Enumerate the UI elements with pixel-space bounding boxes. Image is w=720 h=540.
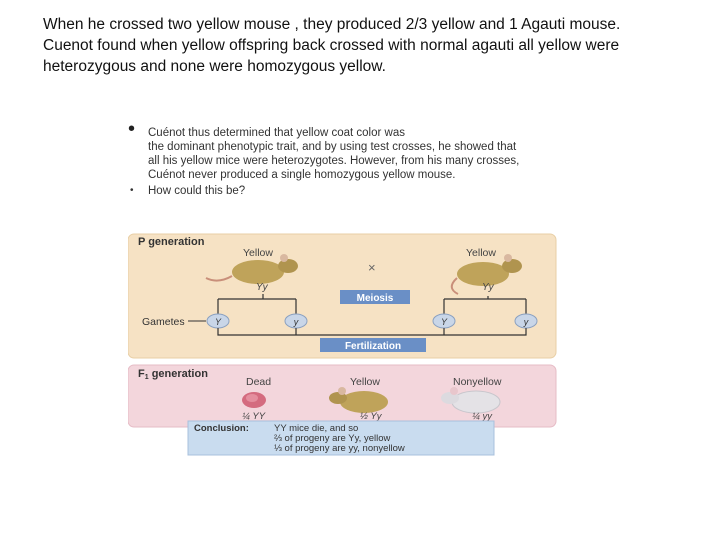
dead-embryo-icon bbox=[242, 392, 266, 408]
fertilization-label: Fertilization bbox=[345, 341, 401, 352]
conclusion-line-1: YY mice die, and so bbox=[274, 423, 358, 434]
yellow-mouse-icon bbox=[329, 387, 388, 413]
white-mouse-icon bbox=[441, 387, 501, 414]
conclusion-line-2: ⅔ of progeny are Yy, yellow bbox=[274, 433, 390, 444]
bullet-dot-icon: • bbox=[130, 185, 134, 196]
bullet-1-line-3: all his yellow mice were heterozygotes. … bbox=[148, 155, 520, 167]
meiosis-label: Meiosis bbox=[357, 293, 394, 304]
caption-line-2: Cuenot found when yellow offspring back … bbox=[43, 37, 620, 54]
yellow-mouse-icon bbox=[450, 254, 522, 295]
svg-text:Y: Y bbox=[215, 317, 222, 327]
conclusion-line-3: ⅓ of progeny are yy, nonyellow bbox=[274, 443, 405, 454]
bullet-item-2: • How could this be? bbox=[128, 184, 568, 198]
f1-nonyellow-label: Nonyellow bbox=[453, 376, 502, 388]
cross-diagram: P generation Yellow Yellow × Yy Yy Meios… bbox=[127, 233, 557, 456]
conclusion-label: Conclusion: bbox=[194, 423, 249, 434]
p-left-genotype: Yy bbox=[256, 282, 269, 293]
caption-text: When he crossed two yellow mouse , they … bbox=[43, 14, 703, 77]
caption-line-1: When he crossed two yellow mouse , they … bbox=[43, 16, 621, 33]
bullet-1-line-1: Cuénot thus determined that yellow coat … bbox=[148, 127, 405, 139]
svg-text:Y: Y bbox=[441, 317, 448, 327]
yellow-mouse-icon bbox=[205, 254, 298, 284]
p-generation-title: P generation bbox=[138, 236, 205, 248]
f1-generation-title: F1 generation bbox=[138, 368, 208, 381]
p-right-genotype: Yy bbox=[482, 282, 495, 293]
bullet-1-line-4: Cuénot never produced a single homozygou… bbox=[148, 169, 456, 181]
genetics-figure: P generation Yellow Yellow × Yy Yy Meios… bbox=[127, 232, 558, 469]
gamete-y-right: y bbox=[514, 313, 538, 329]
caption-line-3: heterozygous and none were homozygous ye… bbox=[43, 58, 386, 75]
svg-text:y: y bbox=[293, 317, 299, 327]
f1-nonyellow-ratio: ¼ yy bbox=[472, 411, 493, 422]
gamete-Y-right: Y bbox=[432, 313, 456, 329]
f1-yellow-ratio: ½ Yy bbox=[360, 411, 383, 422]
bullet-1-line-2: the dominant phenotypic trait, and by us… bbox=[148, 141, 517, 153]
svg-text:y: y bbox=[523, 317, 529, 327]
f1-yellow-label: Yellow bbox=[350, 376, 380, 388]
f1-dead-ratio: ¼ YY bbox=[242, 411, 266, 422]
cross-symbol: × bbox=[368, 260, 376, 275]
meiosis-label-box bbox=[340, 290, 410, 304]
conclusion-box bbox=[187, 420, 495, 456]
fertilization-lines bbox=[217, 328, 527, 336]
p-left-label: Yellow bbox=[243, 247, 273, 259]
gametes-label: Gametes bbox=[142, 316, 185, 328]
gamete-y-left: y bbox=[284, 313, 308, 329]
gamete-Y-left: Y bbox=[206, 313, 230, 329]
bullet-item-1: • Cuénot thus determined that yellow coa… bbox=[128, 119, 568, 182]
bullet-2-text: How could this be? bbox=[148, 185, 246, 197]
meiosis-arrows bbox=[217, 294, 527, 314]
fertilization-label-box bbox=[320, 338, 426, 352]
p-right-label: Yellow bbox=[466, 247, 496, 259]
f1-dead-label: Dead bbox=[246, 376, 271, 388]
bullet-list: • Cuénot thus determined that yellow coa… bbox=[128, 119, 568, 198]
bullet-dot-icon: • bbox=[128, 118, 136, 140]
